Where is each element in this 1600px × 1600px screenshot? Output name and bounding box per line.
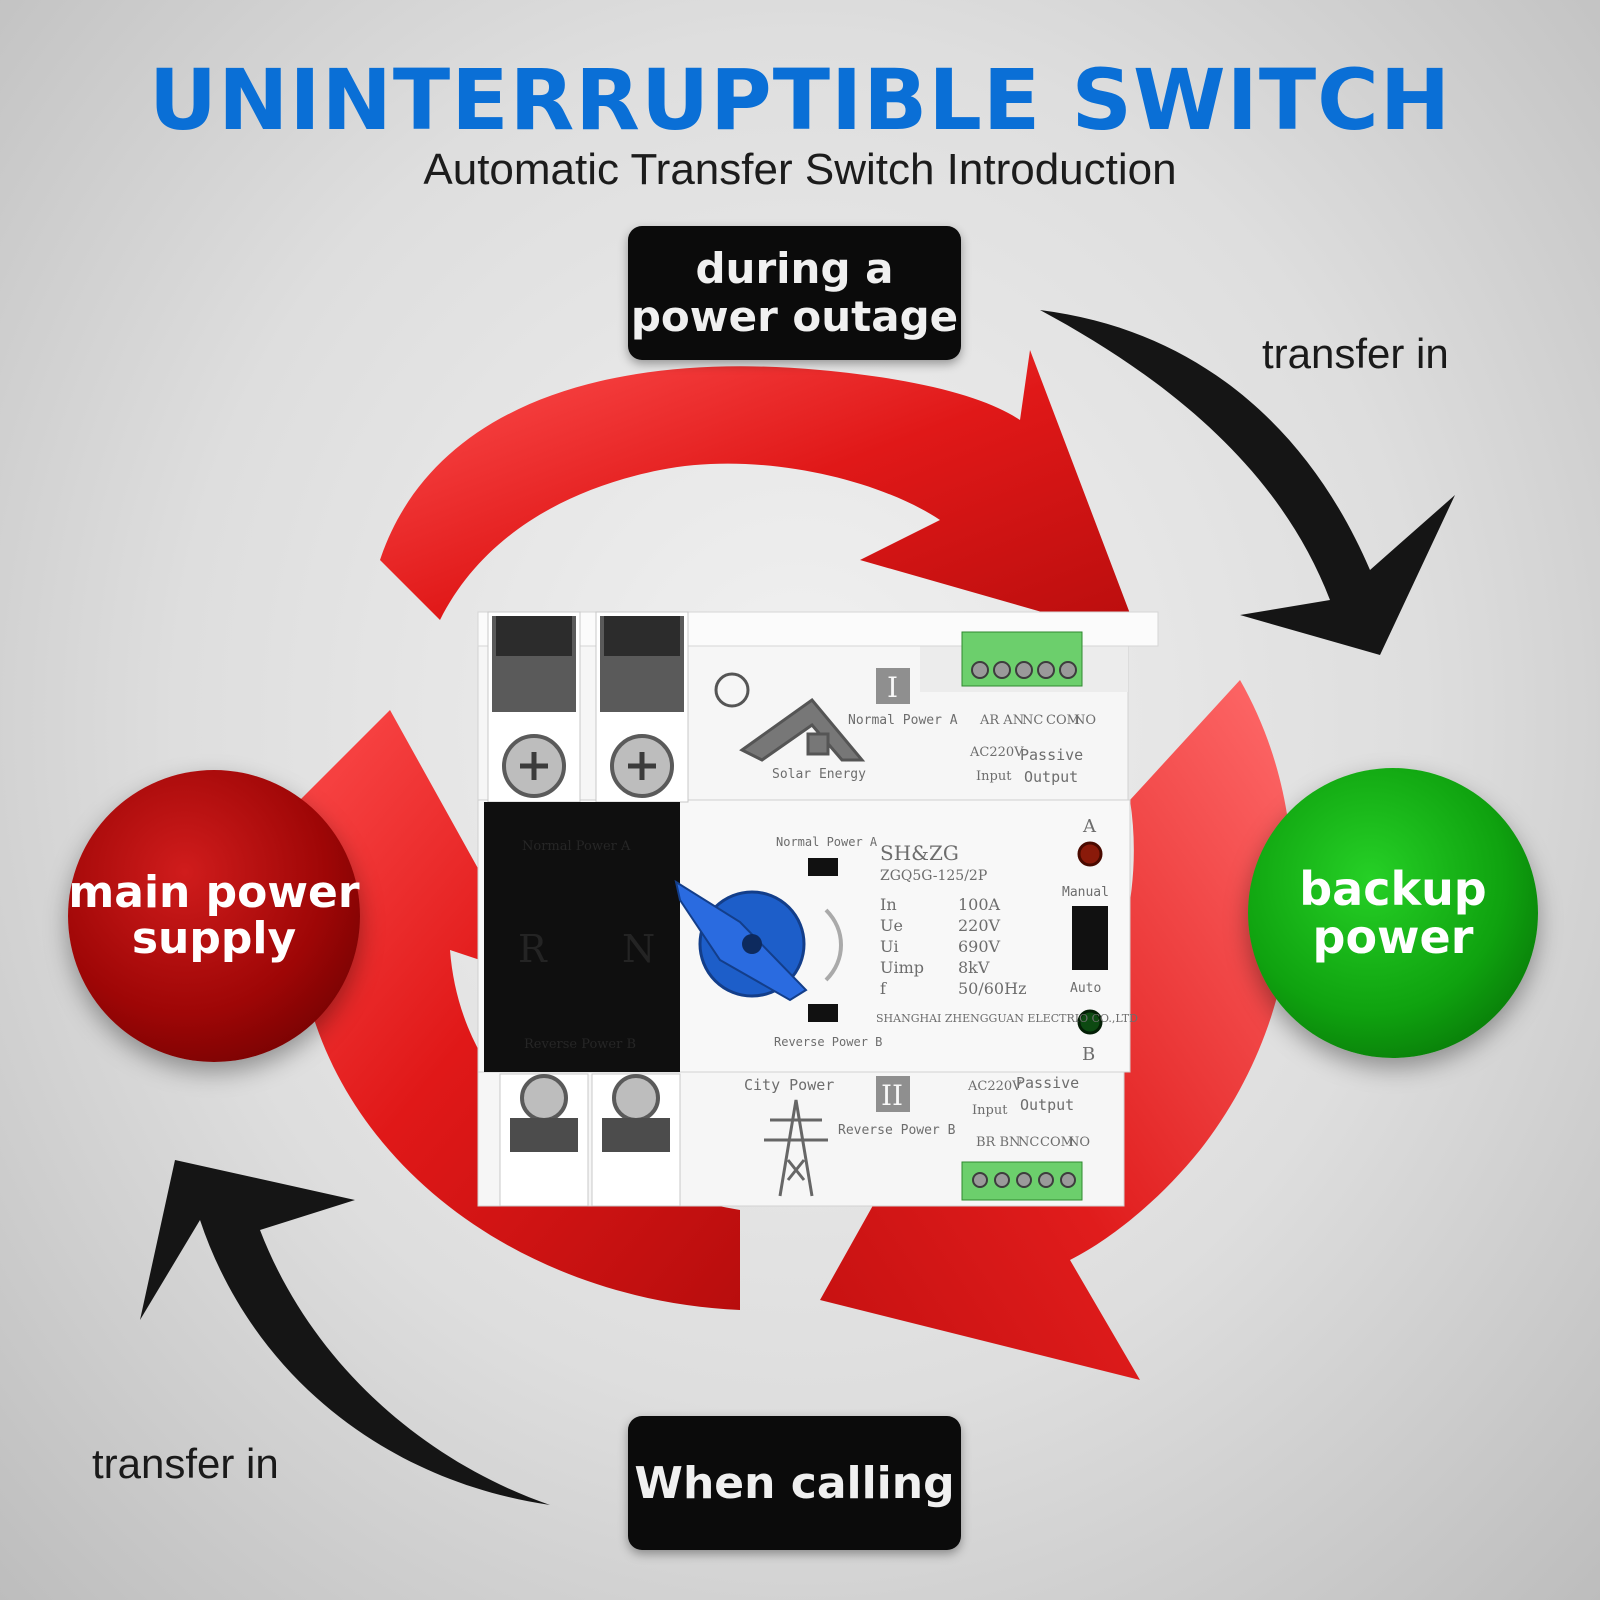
device-section-i: I [887,671,898,704]
power-outage-line-2: power outage [630,292,959,341]
device-passive-top: Passive [1020,746,1083,764]
device-manufacturer: SHANGHAI ZHENGGUAN ELECTRIO CO.,LTD [876,1012,1138,1025]
device-no-top: NO [1074,713,1096,728]
transfer-in-bottom: transfer in [92,1440,279,1487]
transfer-in-top: transfer in [1262,330,1449,377]
device-normal-power-a-mid: Normal Power A [776,835,878,849]
when-calling-label: When calling [628,1416,961,1550]
main-power-line-2: supply [131,913,297,964]
spec-value-3: 8kV [958,958,990,977]
power-outage-line-1: during a [695,243,894,293]
device-passive-bottom: Passive [1016,1074,1079,1092]
device-input-bottom: Input [972,1103,1008,1118]
device-brand: SH&ZG [880,841,959,865]
device-ar-an: AR AN [979,713,1024,728]
device-section-ii: II [881,1079,903,1112]
main-power-line-1: main power [68,866,360,918]
device-black-top-label: Normal Power A [522,839,631,854]
device-auto: Auto [1070,981,1101,996]
spec-key-3: Uimp [880,958,924,977]
page-title: UNINTERRUPTIBLE SWITCH [148,51,1452,149]
spec-value-0: 100A [958,895,1001,914]
device-normal-power-a-top: Normal Power A [848,713,958,728]
solar-house-icon [714,672,866,762]
device-input-top: Input [976,769,1012,784]
black-arrow-bottom-left [140,1160,550,1505]
backup-power-line-2: power [1312,910,1474,964]
device-r: R [518,927,548,971]
device-output-top: Output [1024,768,1078,786]
backup-power-ball: backup power [1248,768,1538,1058]
device-model: ZGQ5G-125/2P [880,868,987,884]
page-subtitle: Automatic Transfer Switch Introduction [423,145,1177,194]
device-ac220v-top: AC220V [969,745,1024,760]
device-n: N [622,927,655,971]
device-led-b-label: B [1082,1044,1095,1065]
device-com-top: COM [1046,713,1080,728]
device-reverse-power-b-bottom: Reverse Power B [838,1123,956,1138]
black-arrow-top-right [1040,310,1455,655]
device-manual: Manual [1062,885,1109,900]
red-arrow-top [380,350,1140,640]
main-power-supply-ball: main power supply [68,770,360,1062]
spec-key-1: Ue [880,916,903,935]
spec-value-4: 50/60Hz [958,979,1027,998]
device-ac220v-bottom: AC220V [967,1079,1022,1094]
spec-value-1: 220V [958,916,1001,935]
device-no-bottom: NO [1068,1135,1090,1150]
device-city-power: City Power [744,1076,834,1094]
device-nc-top: NC [1022,713,1043,728]
power-outage-label: during a power outage [628,226,961,360]
device-led-a-label: A [1082,816,1097,837]
spec-key-4: f [880,979,887,998]
spec-value-2: 690V [958,937,1001,956]
device-black-bottom-label: Reverse Power B [524,1037,636,1052]
device-nc-bottom: NC [1018,1135,1039,1150]
backup-power-line-1: backup [1299,861,1487,916]
transfer-switch-device [477,611,1159,1207]
when-calling-text: When calling [634,1457,955,1509]
red-arrow-left [240,710,740,1310]
spec-key-0: In [880,895,897,914]
power-pylon-icon [764,1099,828,1197]
device-br-bn: BR BN [976,1135,1020,1150]
device-com-bottom: COM [1040,1135,1074,1150]
device-output-bottom: Output [1020,1096,1074,1114]
device-solar-energy: Solar Energy [772,767,866,782]
spec-key-2: Ui [880,937,899,956]
device-reverse-power-b-mid: Reverse Power B [774,1035,882,1049]
